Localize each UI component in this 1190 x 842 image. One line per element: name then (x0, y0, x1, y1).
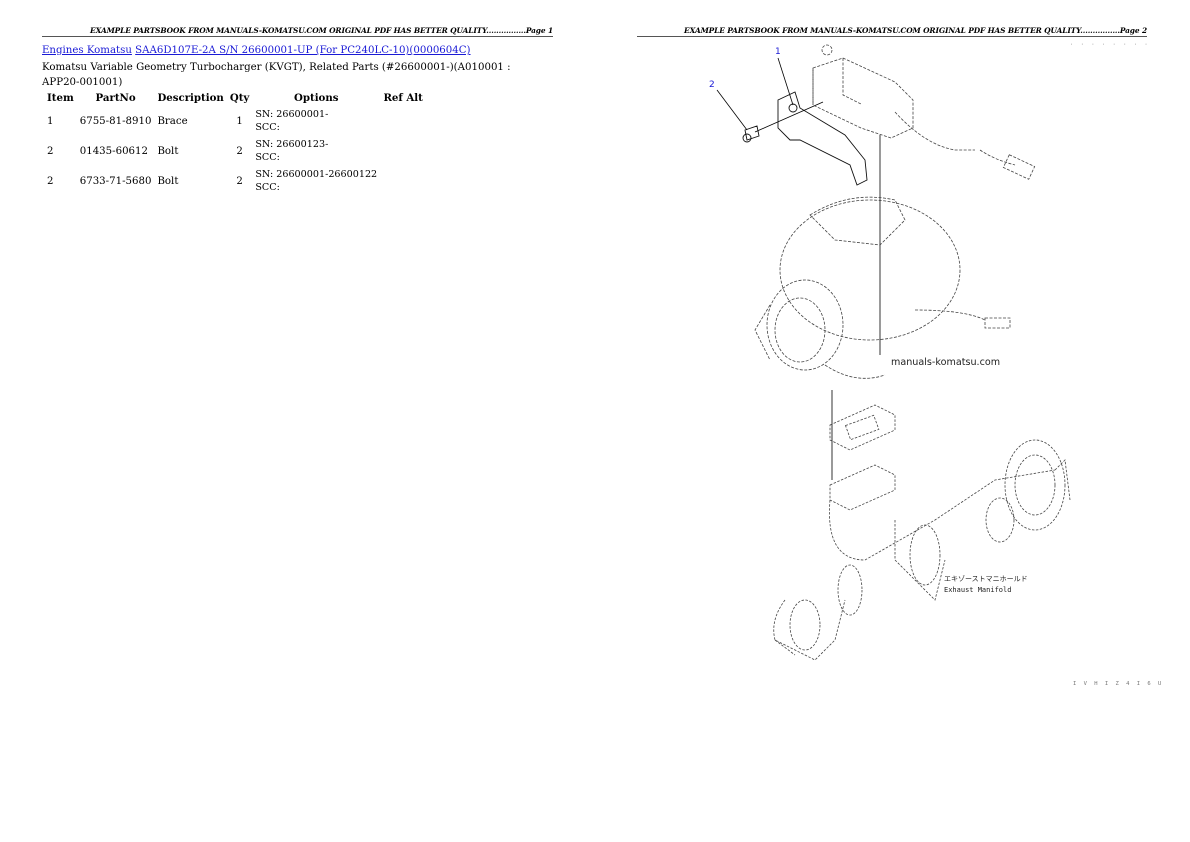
cell-options: SN: 26600001- SCC: (252, 106, 380, 136)
options-scc: SCC: (255, 152, 280, 163)
options-sn: SN: 26600123- (255, 139, 329, 150)
cell-partno: 01435-60612 (79, 145, 148, 157)
callout-2[interactable]: 2 (709, 80, 715, 90)
col-partno: PartNo (95, 92, 136, 104)
cell-partno: 6733-71-5680 (79, 175, 152, 187)
page-header: EXAMPLE PARTSBOOK FROM MANUALS-KOMATSU.C… (637, 26, 1147, 37)
cell-refalt (380, 166, 426, 196)
cell-item: 1 (47, 115, 54, 127)
cell-qty: 2 (236, 175, 243, 187)
breadcrumb-link-model[interactable]: SAA6D107E-2A S/N 26600001-UP (For PC240L… (135, 45, 471, 56)
col-refalt: Ref Alt (383, 92, 423, 104)
col-options: Options (293, 92, 339, 104)
options-sn: SN: 26600001- (255, 109, 329, 120)
cell-item: 2 (47, 175, 54, 187)
drawing-code-top: · · · · · · · · (1070, 42, 1150, 48)
col-description: Description (157, 92, 224, 104)
breadcrumb: Engines Komatsu SAA6D107E-2A S/N 2660000… (42, 45, 471, 56)
options-scc: SCC: (255, 122, 280, 133)
label-exhaust-manifold: Exhaust Manifold (944, 586, 1012, 594)
col-qty: Qty (229, 92, 250, 104)
table-row: 2 01435-60612 Bolt 2 SN: 26600123- SCC: (44, 136, 426, 166)
cell-refalt (380, 106, 426, 136)
cell-description: Brace (157, 115, 188, 127)
callout-1[interactable]: 1 (775, 47, 781, 57)
breadcrumb-link-engines[interactable]: Engines Komatsu (42, 45, 132, 56)
page-header: EXAMPLE PARTSBOOK FROM MANUALS-KOMATSU.C… (42, 26, 553, 37)
cell-description: Bolt (157, 175, 179, 187)
page-1: EXAMPLE PARTSBOOK FROM MANUALS-KOMATSU.C… (42, 26, 553, 196)
cell-qty: 1 (236, 115, 243, 127)
cell-item: 2 (47, 145, 54, 157)
cell-partno: 6755-81-8910 (79, 115, 152, 127)
exploded-parts-diagram (716, 44, 1071, 661)
page-2: EXAMPLE PARTSBOOK FROM MANUALS-KOMATSU.C… (595, 0, 1190, 842)
col-item: Item (47, 92, 74, 104)
cell-qty: 2 (236, 145, 243, 157)
drawing-code-bottom: I V H I Z 4 I 6 U (1073, 681, 1164, 687)
table-row: 1 6755-81-8910 Brace 1 SN: 26600001- SCC: (44, 106, 426, 136)
options-sn: SN: 26600001-26600122 (255, 169, 378, 180)
section-title: Komatsu Variable Geometry Turbocharger (… (42, 62, 511, 88)
cell-description: Bolt (157, 145, 179, 157)
cell-options: SN: 26600123- SCC: (252, 136, 380, 166)
watermark-text: manuals-komatsu.com (891, 357, 1001, 368)
table-row: 2 6733-71-5680 Bolt 2 SN: 26600001-26600… (44, 166, 426, 196)
options-scc: SCC: (255, 182, 280, 193)
label-japanese: エキゾーストマニホールド (944, 575, 1028, 583)
cell-refalt (380, 136, 426, 166)
parts-table: Item PartNo Description Qty Options Ref … (44, 90, 426, 196)
table-header-row: Item PartNo Description Qty Options Ref … (44, 90, 426, 106)
